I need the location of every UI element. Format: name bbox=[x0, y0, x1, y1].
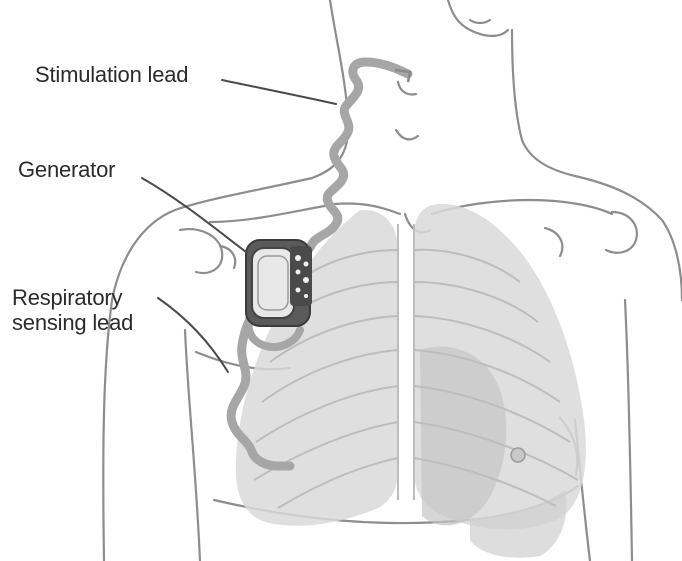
leader-stimulation-lead bbox=[222, 80, 336, 104]
leader-generator bbox=[142, 178, 246, 252]
stimulation-lead-label: Stimulation lead bbox=[35, 62, 188, 87]
stimulation-lead-text: Stimulation lead bbox=[35, 62, 188, 87]
respiratory-text-line2: sensing lead bbox=[12, 310, 133, 335]
generator-text: Generator bbox=[18, 157, 115, 182]
sensor-marker bbox=[511, 448, 525, 462]
respiratory-text-line1: Respiratory bbox=[12, 285, 133, 310]
generator-label: Generator bbox=[18, 157, 115, 182]
respiratory-sensing-lead-label: Respiratory sensing lead bbox=[12, 285, 133, 336]
generator-device bbox=[246, 240, 312, 326]
